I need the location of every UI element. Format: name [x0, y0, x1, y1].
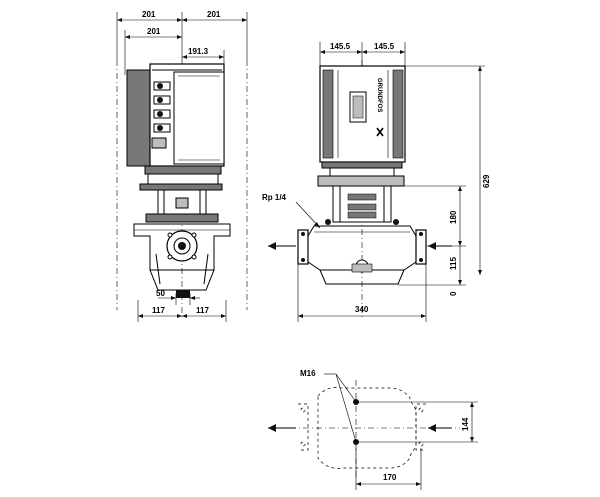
brand-logo-icon — [376, 127, 384, 137]
side-dim-outlet: 50 — [156, 289, 165, 298]
front-dim-port-to-port: 340 — [355, 305, 369, 314]
brand-logo-text: GRUNDFOS — [376, 78, 382, 112]
front-view: 145.5 145.5 GRUNDFOS — [262, 42, 491, 322]
bottom-view: M16 144 170 — [268, 369, 478, 490]
bolt-label: M16 — [300, 369, 316, 378]
front-dim-right-half: 145.5 — [374, 42, 395, 51]
front-dim-center-height: 180 — [449, 210, 458, 224]
bottom-dim-length: 170 — [383, 473, 397, 482]
front-dim-base: 0 — [449, 291, 458, 296]
bottom-dim-width: 144 — [461, 417, 470, 431]
front-dim-total-height: 629 — [482, 174, 491, 188]
front-dim-port-height: 115 — [449, 257, 458, 270]
side-dim-motor: 191.3 — [188, 47, 209, 56]
flow-arrows-bottom — [268, 424, 452, 432]
front-dim-left-half: 145.5 — [330, 42, 351, 51]
cable-glands — [151, 81, 171, 149]
side-dim-foot-right: 117 — [196, 306, 209, 315]
side-dim-foot-left: 117 — [152, 306, 165, 315]
side-dim-overall-right: 201 — [207, 10, 221, 19]
side-view: 201 201 201 191.3 — [116, 10, 248, 322]
connection-label: Rp 1/4 — [262, 193, 287, 202]
side-dim-overall-left: 201 — [142, 10, 156, 19]
side-dim-half: 201 — [147, 27, 161, 36]
